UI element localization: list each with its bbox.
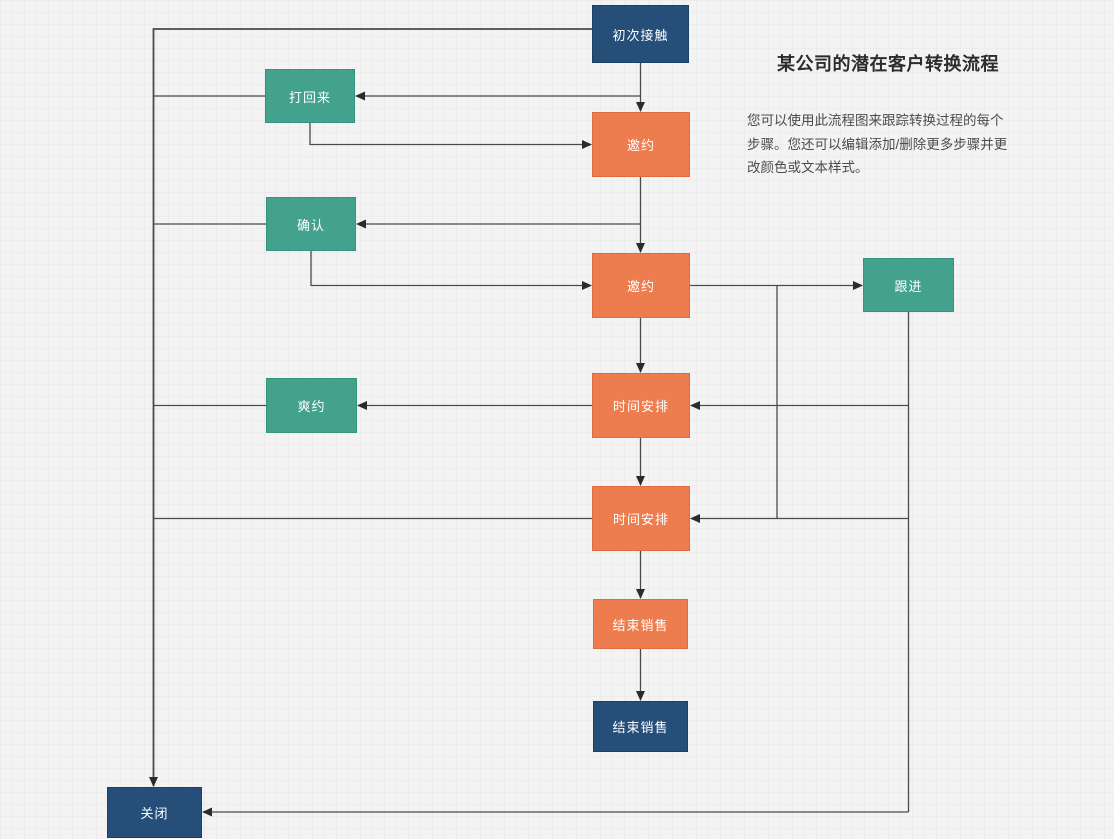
node-label: 打回来 (288, 89, 331, 105)
node-label: 爽约 (297, 399, 326, 414)
node-label: 邀约 (626, 138, 655, 153)
node-label: 邀约 (626, 279, 655, 294)
node-confirm[interactable]: 确认 (266, 197, 356, 251)
node-first-contact[interactable]: 初次接触 (592, 5, 689, 63)
node-label: 关闭 (140, 806, 169, 821)
node-call-back[interactable]: 打回来 (265, 69, 355, 123)
diagram-description: 您可以使用此流程图来跟踪转换过程的每个步骤。您还可以编辑添加/删除更多步骤并更改… (747, 113, 1008, 175)
node-no-show[interactable]: 爽约 (266, 378, 357, 433)
node-close[interactable]: 关闭 (107, 787, 202, 838)
edge-left-trunk-to-close (149, 28, 592, 787)
node-invite-1[interactable]: 邀约 (592, 112, 690, 177)
node-label: 时间安排 (612, 512, 669, 527)
node-label: 初次接触 (612, 27, 669, 43)
node-label: 结束销售 (612, 617, 669, 633)
edge-call-back-to-invite-1 (309, 123, 592, 149)
node-close-sale-2[interactable]: 结束销售 (593, 701, 688, 752)
node-follow-up[interactable]: 跟进 (863, 258, 954, 312)
node-close-sale-1[interactable]: 结束销售 (593, 599, 688, 649)
node-schedule-2[interactable]: 时间安排 (592, 486, 690, 551)
node-schedule-1[interactable]: 时间安排 (592, 373, 690, 438)
edge-confirm-to-invite-2 (310, 251, 592, 290)
diagram-title: 某公司的潜在客户转换流程 (777, 54, 999, 74)
node-label: 跟进 (894, 278, 923, 294)
node-label: 时间安排 (612, 399, 669, 414)
node-label: 确认 (296, 217, 325, 233)
node-label: 结束销售 (612, 720, 669, 735)
node-invite-2[interactable]: 邀约 (592, 253, 690, 318)
